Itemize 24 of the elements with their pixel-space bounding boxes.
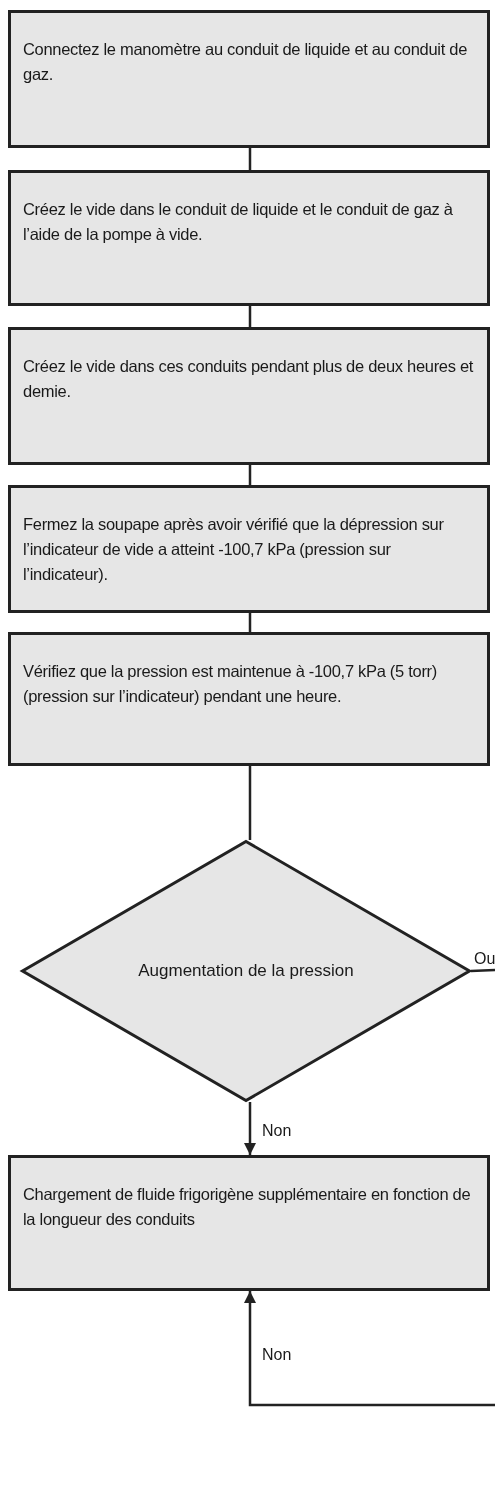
step-text: Créez le vide dans le conduit de liquide et le conduit de gaz à l’aide de la pompe à vide. — [23, 199, 454, 245]
process-box — [8, 10, 490, 148]
connector-line — [248, 465, 252, 485]
edge-label: Ou — [474, 950, 495, 968]
connector-line — [248, 148, 252, 170]
edge-label: Non — [262, 1346, 292, 1364]
process-box — [8, 632, 490, 766]
step-text: Créez le vide dans ces conduits pendant plus de deux heures et demie. — [23, 356, 475, 402]
arrow — [244, 1291, 495, 1407]
connector-line — [248, 613, 252, 632]
step-text: Fermez la soupape après avoir vérifié que la dépression sur l’indicateur de vide a atteint -100,7 kPa (pression sur l’indicateur). — [23, 514, 445, 585]
step-text: Connectez le manomètre au conduit de liquide et au conduit de gaz. — [23, 39, 468, 85]
connector-line — [470, 968, 495, 973]
step-text: Vérifiez que la pression est maintenue à -100,7 kPa (5 torr) (pression sur l’indicateur) pendant une heure. — [23, 661, 438, 707]
edge-label: Non — [262, 1122, 292, 1140]
step-text: Chargement de fluide frigorigène supplémentaire en fonction de la longueur des conduits — [23, 1184, 472, 1230]
connector-line — [248, 306, 252, 327]
decision-text: Augmentation de la pression — [138, 961, 354, 981]
connector-line — [248, 766, 252, 840]
process-box — [8, 485, 490, 613]
process-box — [8, 327, 490, 465]
process-box — [8, 1155, 490, 1291]
arrow — [244, 1102, 256, 1155]
process-box — [8, 170, 490, 306]
